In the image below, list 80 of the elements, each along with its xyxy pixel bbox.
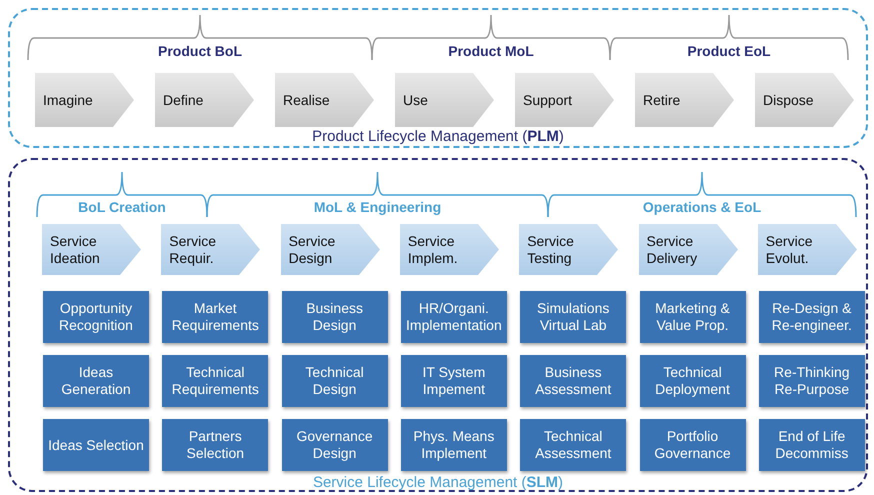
tile-label: Simulations Virtual Lab: [536, 300, 610, 334]
activity-tile: [282, 291, 388, 343]
tile-label: Technical Requirements: [170, 364, 260, 398]
step-label: Dispose: [763, 90, 815, 110]
activity-tile: [43, 291, 149, 343]
activity-tile: [282, 419, 388, 471]
phase-label: Product MoL: [448, 43, 534, 59]
chevron-step: [638, 224, 738, 275]
step-label: Service Design: [288, 232, 336, 268]
chevron-step: [519, 224, 620, 275]
phase-label: BoL Creation: [78, 199, 166, 215]
tile-label: Marketing & Value Prop.: [654, 300, 731, 334]
tile-label: Phys. Means Implement: [412, 428, 496, 462]
activity-tile: [400, 355, 507, 407]
step-label: Service Implem.: [408, 232, 459, 268]
activity-tile: [758, 419, 865, 471]
activity-tile: [758, 291, 865, 343]
activity-tile: [43, 355, 149, 407]
step-label: Service Requir.: [169, 232, 217, 268]
activity-tile: [520, 355, 626, 407]
tile-label: Re-Design & Re-engineer.: [770, 300, 853, 334]
tile-label: Technical Design: [304, 364, 365, 398]
activity-tile: [43, 419, 149, 471]
tile-label: Ideas Selection: [48, 436, 144, 454]
step-label: Use: [403, 90, 429, 110]
tile-label: HR/Organi. Implementation: [405, 300, 502, 334]
activity-tile: [162, 355, 268, 407]
activity-tile: [640, 355, 746, 407]
activity-tile: [400, 419, 507, 471]
step-label: Imagine: [43, 90, 94, 110]
tile-label: Ideas Generation: [60, 364, 132, 398]
tile-label: IT System Impement: [422, 364, 486, 398]
step-label: Realise: [283, 90, 331, 110]
tile-label: Market Requirements: [170, 300, 260, 334]
chevron-step: [280, 224, 381, 275]
step-label: Service Testing: [527, 232, 575, 268]
phase-label: MoL & Engineering: [314, 199, 442, 215]
tile-label: End of Life Decommiss: [774, 428, 850, 462]
activity-tile: [640, 291, 746, 343]
tile-label: Business Assessment: [534, 364, 612, 398]
chevron-step: [755, 73, 855, 127]
tile-label: Partners Selection: [186, 428, 246, 462]
chevron-step: [515, 73, 615, 127]
tile-label: Governance Design: [295, 428, 374, 462]
chevron-step: [42, 224, 142, 275]
dashed-group-frame: [8, 8, 868, 148]
step-label: Service Ideation: [50, 232, 101, 268]
dashed-group-frame: [8, 158, 868, 492]
activity-tile: [162, 419, 268, 471]
step-label: Service Evolut.: [766, 232, 814, 268]
step-label: Define: [163, 90, 204, 110]
activity-tile: [640, 419, 746, 471]
tile-label: Technical Assessment: [534, 428, 612, 462]
chevron-step: [635, 73, 735, 127]
tile-label: Technical Deployment: [654, 364, 731, 398]
chevron-step: [395, 73, 495, 127]
group-title: Service Lifecycle Management (SLM): [312, 474, 564, 491]
chevron-step: [758, 224, 858, 275]
tile-label: Re-Thinking Re-Purpose: [773, 364, 851, 398]
step-label: Retire: [643, 90, 682, 110]
tile-label: Business Design: [305, 300, 364, 334]
chevron-step: [161, 224, 262, 275]
chevron-step: [400, 224, 500, 275]
tile-label: Portfolio Governance: [653, 428, 732, 462]
activity-tile: [400, 291, 507, 343]
phase-label: Product EoL: [687, 43, 771, 59]
tile-label: Opportunity Recognition: [58, 300, 134, 334]
step-label: Service Delivery: [646, 232, 698, 268]
chevron-step: [275, 73, 375, 127]
step-label: Support: [523, 90, 574, 110]
phase-label: Product BoL: [158, 43, 242, 59]
chevron-step: [35, 73, 135, 127]
activity-tile: [520, 419, 626, 471]
chevron-step: [155, 73, 255, 127]
group-title: Product Lifecycle Management (PLM): [311, 128, 565, 145]
activity-tile: [162, 291, 268, 343]
activity-tile: [282, 355, 388, 407]
activity-tile: [758, 355, 865, 407]
phase-label: Operations & EoL: [642, 199, 762, 215]
activity-tile: [520, 291, 626, 343]
